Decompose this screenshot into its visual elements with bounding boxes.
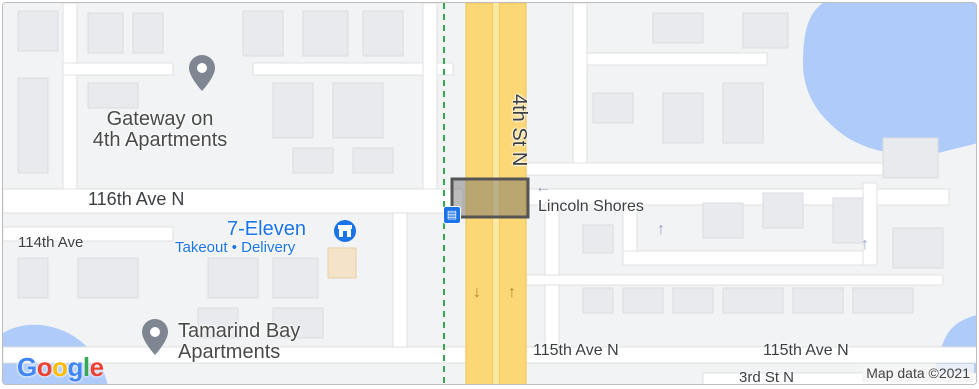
place-name-tamarind[interactable]: Tamarind Bay Apartments bbox=[178, 320, 301, 363]
arrow-up-icon: ↑ bbox=[508, 284, 516, 301]
road-label-114th: 114th Ave bbox=[18, 234, 84, 251]
road-right-top-h bbox=[586, 52, 768, 66]
google-logo: Google bbox=[17, 352, 104, 382]
arrow-left-icon: ← bbox=[535, 179, 551, 196]
seven-eleven-building bbox=[327, 247, 357, 279]
place-name-lincoln-shores[interactable]: Lincoln Shores bbox=[538, 198, 644, 215]
road-label-3rd: 3rd St N bbox=[739, 369, 795, 385]
road-inner-vertical bbox=[422, 3, 438, 190]
store-icon[interactable] bbox=[333, 219, 357, 243]
road-3rd bbox=[702, 372, 976, 384]
place-name-gateway[interactable]: Gateway on 4th Apartments bbox=[92, 108, 228, 151]
lake-top-right bbox=[803, 3, 976, 155]
road-114th bbox=[3, 226, 174, 242]
road-right-top-v bbox=[572, 3, 588, 164]
road-right-h2 bbox=[622, 250, 874, 266]
arrow-up-icon: ↑ bbox=[861, 236, 869, 253]
map-base bbox=[3, 3, 976, 384]
road-left-v2 bbox=[392, 212, 408, 348]
road-bottom-h bbox=[522, 274, 944, 286]
road-label-115th: 115th Ave N bbox=[763, 342, 849, 359]
road-top-h1 bbox=[62, 62, 174, 76]
road-top-h2 bbox=[252, 62, 454, 76]
arrow-up-icon: ↑ bbox=[657, 221, 665, 238]
map-attribution[interactable]: Map data ©2021 bbox=[862, 364, 974, 382]
place-subtitle-seven-eleven: Takeout • Delivery bbox=[175, 239, 296, 256]
location-pin-icon[interactable] bbox=[189, 55, 215, 91]
highway-4th-st-right bbox=[498, 3, 527, 384]
road-label-4th-st: 4th St N bbox=[508, 94, 530, 167]
road-label-115th: 115th Ave N bbox=[533, 342, 619, 359]
selection-box bbox=[450, 177, 530, 219]
road-left-vertical bbox=[62, 3, 78, 190]
seven-eleven-poi[interactable]: 7-Eleven Takeout • Delivery bbox=[173, 219, 306, 256]
place-name-seven-eleven[interactable]: 7-Eleven bbox=[227, 218, 306, 240]
road-label-116th: 116th Ave N bbox=[88, 189, 185, 209]
arrow-down-icon: ↓ bbox=[473, 284, 481, 301]
highway-4th-st-left bbox=[465, 3, 494, 384]
bus-stop-icon[interactable]: ▤ bbox=[443, 206, 461, 224]
location-pin-icon[interactable] bbox=[142, 319, 168, 355]
road-116th-left bbox=[3, 188, 464, 214]
road-right-h3 bbox=[522, 162, 924, 176]
